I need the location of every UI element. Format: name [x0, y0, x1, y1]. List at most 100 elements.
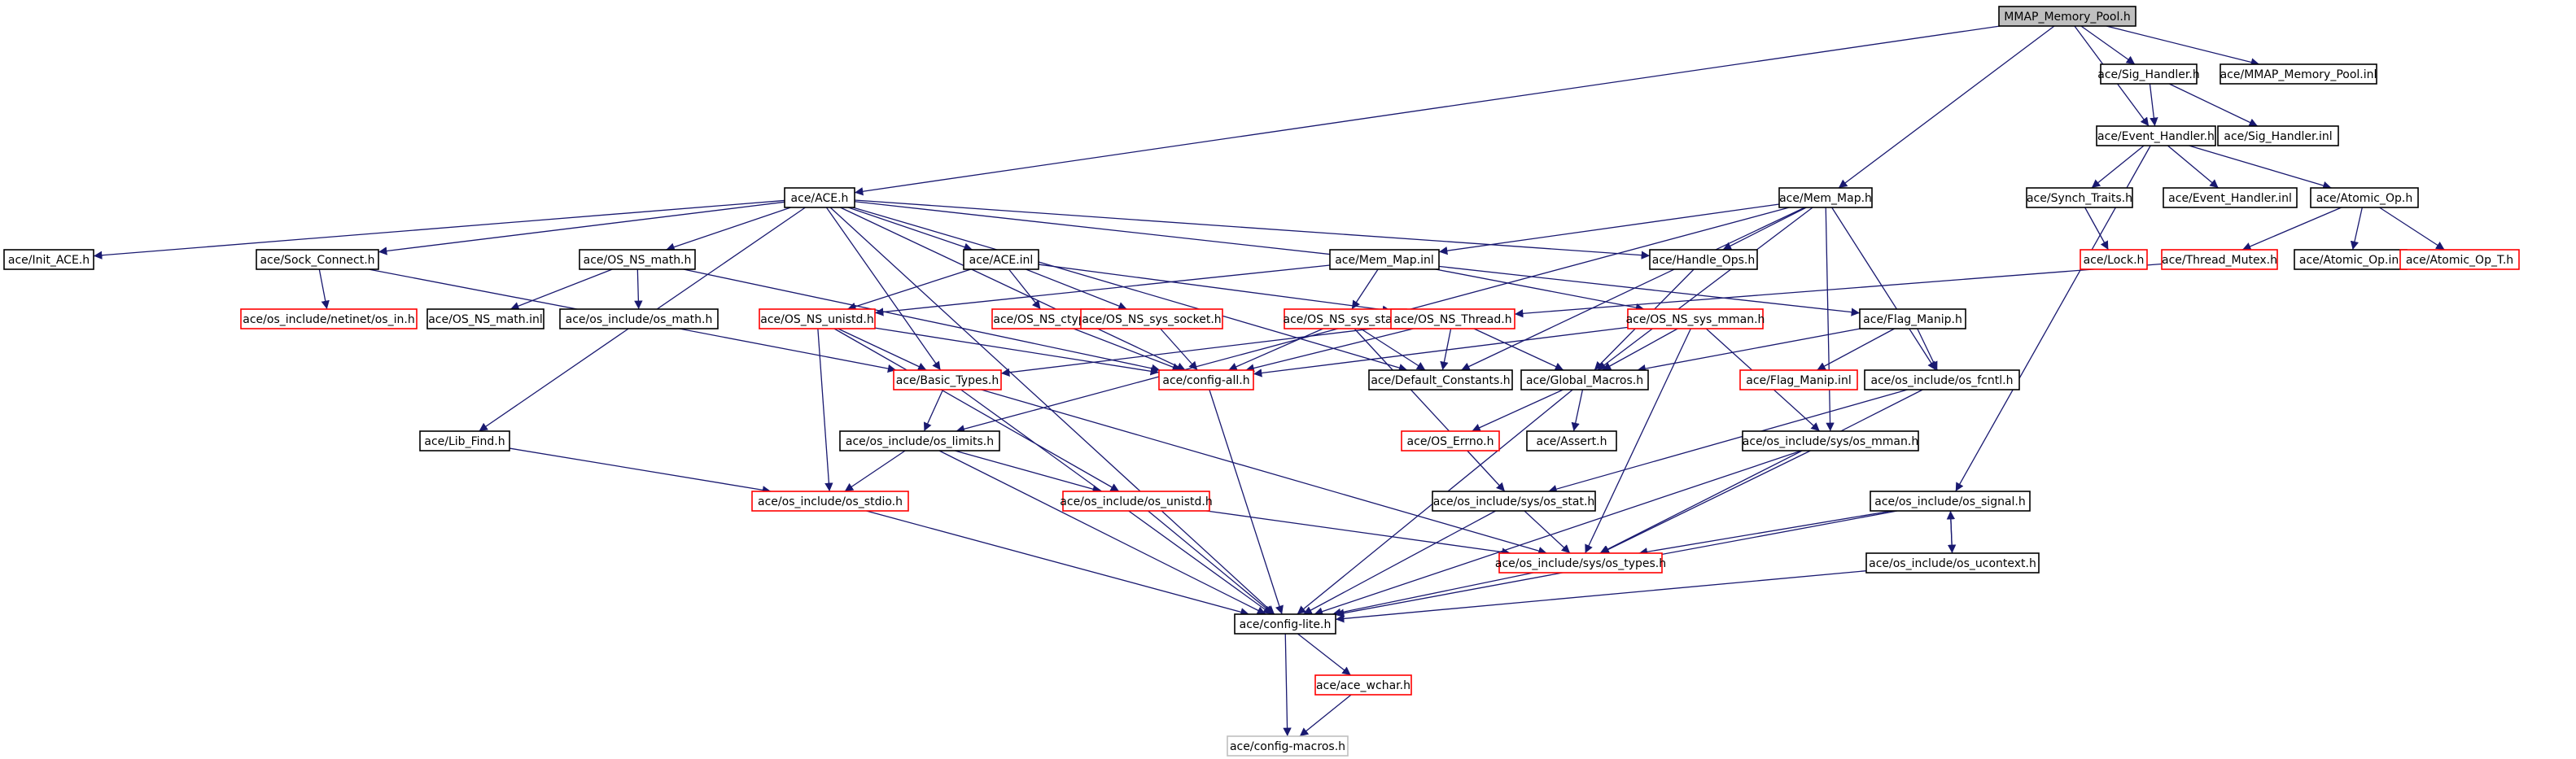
node-label: ace/ACE.h	[791, 192, 849, 205]
node-label: ace/OS_NS_ctype.h	[993, 313, 1103, 326]
node-init-ace[interactable]: ace/Init_ACE.h	[3, 249, 94, 270]
node-atomic-h[interactable]: ace/Atomic_Op.h	[2310, 187, 2419, 208]
node-config-macros[interactable]: ace/config-macros.h	[1227, 735, 1349, 757]
node-ace-inl[interactable]: ace/ACE.inl	[963, 249, 1039, 270]
node-label: ace/Event_Handler.h	[2097, 130, 2215, 143]
node-event-h[interactable]: ace/Event_Handler.h	[2096, 125, 2216, 146]
node-os-stdio[interactable]: ace/os_include/os_stdio.h	[751, 491, 909, 512]
edge-osns_thread-to-global_m	[1473, 328, 1564, 371]
node-os-ucontext[interactable]: ace/os_include/os_ucontext.h	[1865, 552, 2040, 574]
edge-ace_wchar-to-config_macros	[1299, 694, 1352, 737]
edge-event_h-to-atomic_h	[2189, 145, 2332, 190]
node-box	[963, 249, 1039, 270]
edge-osns_unistd-to-config_all	[874, 327, 1160, 376]
edge-memmap_h-to-handle_ops	[1722, 207, 1807, 251]
node-flag-inl[interactable]: ace/Flag_Manip.inl	[1739, 369, 1858, 390]
node-memmap-h[interactable]: ace/Mem_Map.h	[1778, 187, 1873, 208]
node-label: ace/os_include/os_limits.h	[846, 435, 994, 448]
node-default-c[interactable]: ace/Default_Constants.h	[1368, 369, 1513, 390]
node-os-math[interactable]: ace/os_include/os_math.h	[559, 308, 719, 329]
edge-osns_stat-to-config_all	[1228, 328, 1323, 371]
node-label: ace/os_include/os_unistd.h	[1060, 495, 1212, 508]
node-box	[2220, 63, 2377, 85]
node-osns-sock[interactable]: ace/OS_NS_sys_socket.h	[1080, 308, 1223, 329]
node-os-fcntl[interactable]: ace/os_include/os_fcntl.h	[1864, 369, 2020, 390]
node-osns-math-inl[interactable]: ace/OS_NS_math.inl	[426, 308, 545, 329]
node-synch-tr[interactable]: ace/Synch_Traits.h	[2026, 187, 2133, 208]
node-label: ace/Default_Constants.h	[1371, 374, 1510, 387]
edge-osns_stat-to-os_stat	[1354, 328, 1506, 492]
node-osns-stat[interactable]: ace/OS_NS_sys_stat.h	[1284, 308, 1408, 329]
node-atomic-t[interactable]: ace/Atomic_Op_T.h	[2399, 249, 2520, 270]
node-os-errno[interactable]: ace/OS_Errno.h	[1401, 430, 1500, 451]
node-label: ace/os_include/sys/os_mman.h	[1743, 435, 1918, 448]
node-label: ace/ace_wchar.h	[1316, 679, 1410, 692]
edge-ace_inl-to-osns_sock	[1026, 268, 1127, 311]
edge-os_types-to-config_lite	[1332, 572, 1534, 617]
node-osns-unistd[interactable]: ace/OS_NS_unistd.h	[759, 308, 876, 329]
node-box	[839, 430, 1000, 451]
edge-config_lite-to-config_macros	[1283, 633, 1292, 737]
node-box	[2080, 249, 2148, 270]
node-lib-find[interactable]: ace/Lib_Find.h	[419, 430, 510, 451]
node-handle-ops[interactable]: ace/Handle_Ops.h	[1649, 249, 1758, 270]
node-os-mman[interactable]: ace/os_include/sys/os_mman.h	[1742, 430, 1919, 451]
node-os-stat[interactable]: ace/os_include/sys/os_stat.h	[1432, 491, 1596, 512]
node-label: ace/os_include/sys/os_types.h	[1495, 557, 1666, 570]
edge-ace_h-to-default_c	[852, 207, 1408, 373]
node-box	[1368, 369, 1513, 390]
node-label: ace/Thread_Mutex.h	[2162, 254, 2277, 267]
edge-os_stat-to-config_lite	[1303, 510, 1496, 615]
node-ace-wchar[interactable]: ace/ace_wchar.h	[1314, 674, 1412, 696]
edge-osns_unistd-to-os_unistd	[833, 328, 1120, 492]
node-label: ace/Atomic_Op.h	[2316, 192, 2412, 205]
node-label: ace/Mem_Map.h	[1779, 192, 1872, 205]
node-ace-h[interactable]: ace/ACE.h	[784, 187, 855, 208]
node-label: ace/os_include/sys/os_stat.h	[1433, 495, 1595, 508]
node-label: ace/MMAP_Memory_Pool.inl	[2220, 68, 2377, 81]
node-sock-con[interactable]: ace/Sock_Connect.h	[256, 249, 379, 270]
node-thread-mutex[interactable]: ace/Thread_Mutex.h	[2161, 249, 2278, 270]
node-config-all[interactable]: ace/config-all.h	[1158, 369, 1254, 390]
edge-ace_h-to-sock_con	[378, 201, 785, 255]
node-global-m[interactable]: ace/Global_Macros.h	[1520, 369, 1649, 390]
edge-lib_find-to-os_stdio	[509, 447, 772, 495]
node-label: ace/Atomic_Op.inl	[2299, 254, 2402, 267]
node-memmap-inl[interactable]: ace/Mem_Map.inl	[1329, 249, 1440, 270]
node-mmap[interactable]: MMAP_Memory_Pool.h	[1998, 6, 2136, 27]
node-os-types[interactable]: ace/os_include/sys/os_types.h	[1495, 552, 1666, 574]
node-config-lite[interactable]: ace/config-lite.h	[1234, 613, 1336, 635]
node-sig-inl[interactable]: ace/Sig_Handler.inl	[2217, 125, 2339, 146]
node-os-unistd[interactable]: ace/os_include/os_unistd.h	[1060, 491, 1213, 512]
edge-mmap-to-sig_h	[2080, 25, 2136, 65]
node-sig-h[interactable]: ace/Sig_Handler.h	[2097, 63, 2200, 85]
edge-osns_mman-to-config_all	[1253, 326, 1629, 377]
node-osns-mman[interactable]: ace/OS_NS_sys_mman.h	[1626, 308, 1765, 329]
node-atomic-inl[interactable]: ace/Atomic_Op.inl	[2294, 249, 2408, 270]
edge-mmap-to-ace_h	[854, 25, 2001, 196]
node-osns-thread[interactable]: ace/OS_NS_Thread.h	[1390, 308, 1515, 329]
node-os-limits[interactable]: ace/os_include/os_limits.h	[839, 430, 1000, 451]
edge-os_fcntl-to-os_types	[1599, 389, 1923, 554]
node-mmap-inl[interactable]: ace/MMAP_Memory_Pool.inl	[2220, 63, 2377, 85]
edge-atomic_h-to-atomic_inl	[2350, 207, 2363, 251]
node-basic-types[interactable]: ace/Basic_Types.h	[893, 369, 1002, 390]
node-event-inl[interactable]: ace/Event_Handler.inl	[2163, 187, 2298, 208]
node-label: ace/Lock.h	[2084, 254, 2145, 267]
node-assert-h[interactable]: ace/Assert.h	[1526, 430, 1617, 451]
node-netinet[interactable]: ace/os_include/netinet/os_in.h	[240, 308, 418, 329]
edge-os_ucontext-to-os_signal	[1946, 510, 1956, 554]
node-box	[1739, 369, 1858, 390]
node-box	[1778, 187, 1873, 208]
node-osns-math[interactable]: ace/OS_NS_math.h	[579, 249, 696, 270]
edge-layer	[93, 25, 2445, 737]
node-label: ace/OS_Errno.h	[1407, 435, 1494, 448]
node-box	[1080, 308, 1223, 329]
node-box	[1227, 735, 1349, 757]
node-flag-h[interactable]: ace/Flag_Manip.h	[1859, 308, 1966, 329]
node-os-signal[interactable]: ace/os_include/os_signal.h	[1870, 491, 2031, 512]
node-label: ace/Synch_Traits.h	[2027, 192, 2132, 205]
node-lock-h[interactable]: ace/Lock.h	[2080, 249, 2148, 270]
node-box	[2217, 125, 2339, 146]
edge-event_h-to-event_inl	[2167, 145, 2220, 189]
